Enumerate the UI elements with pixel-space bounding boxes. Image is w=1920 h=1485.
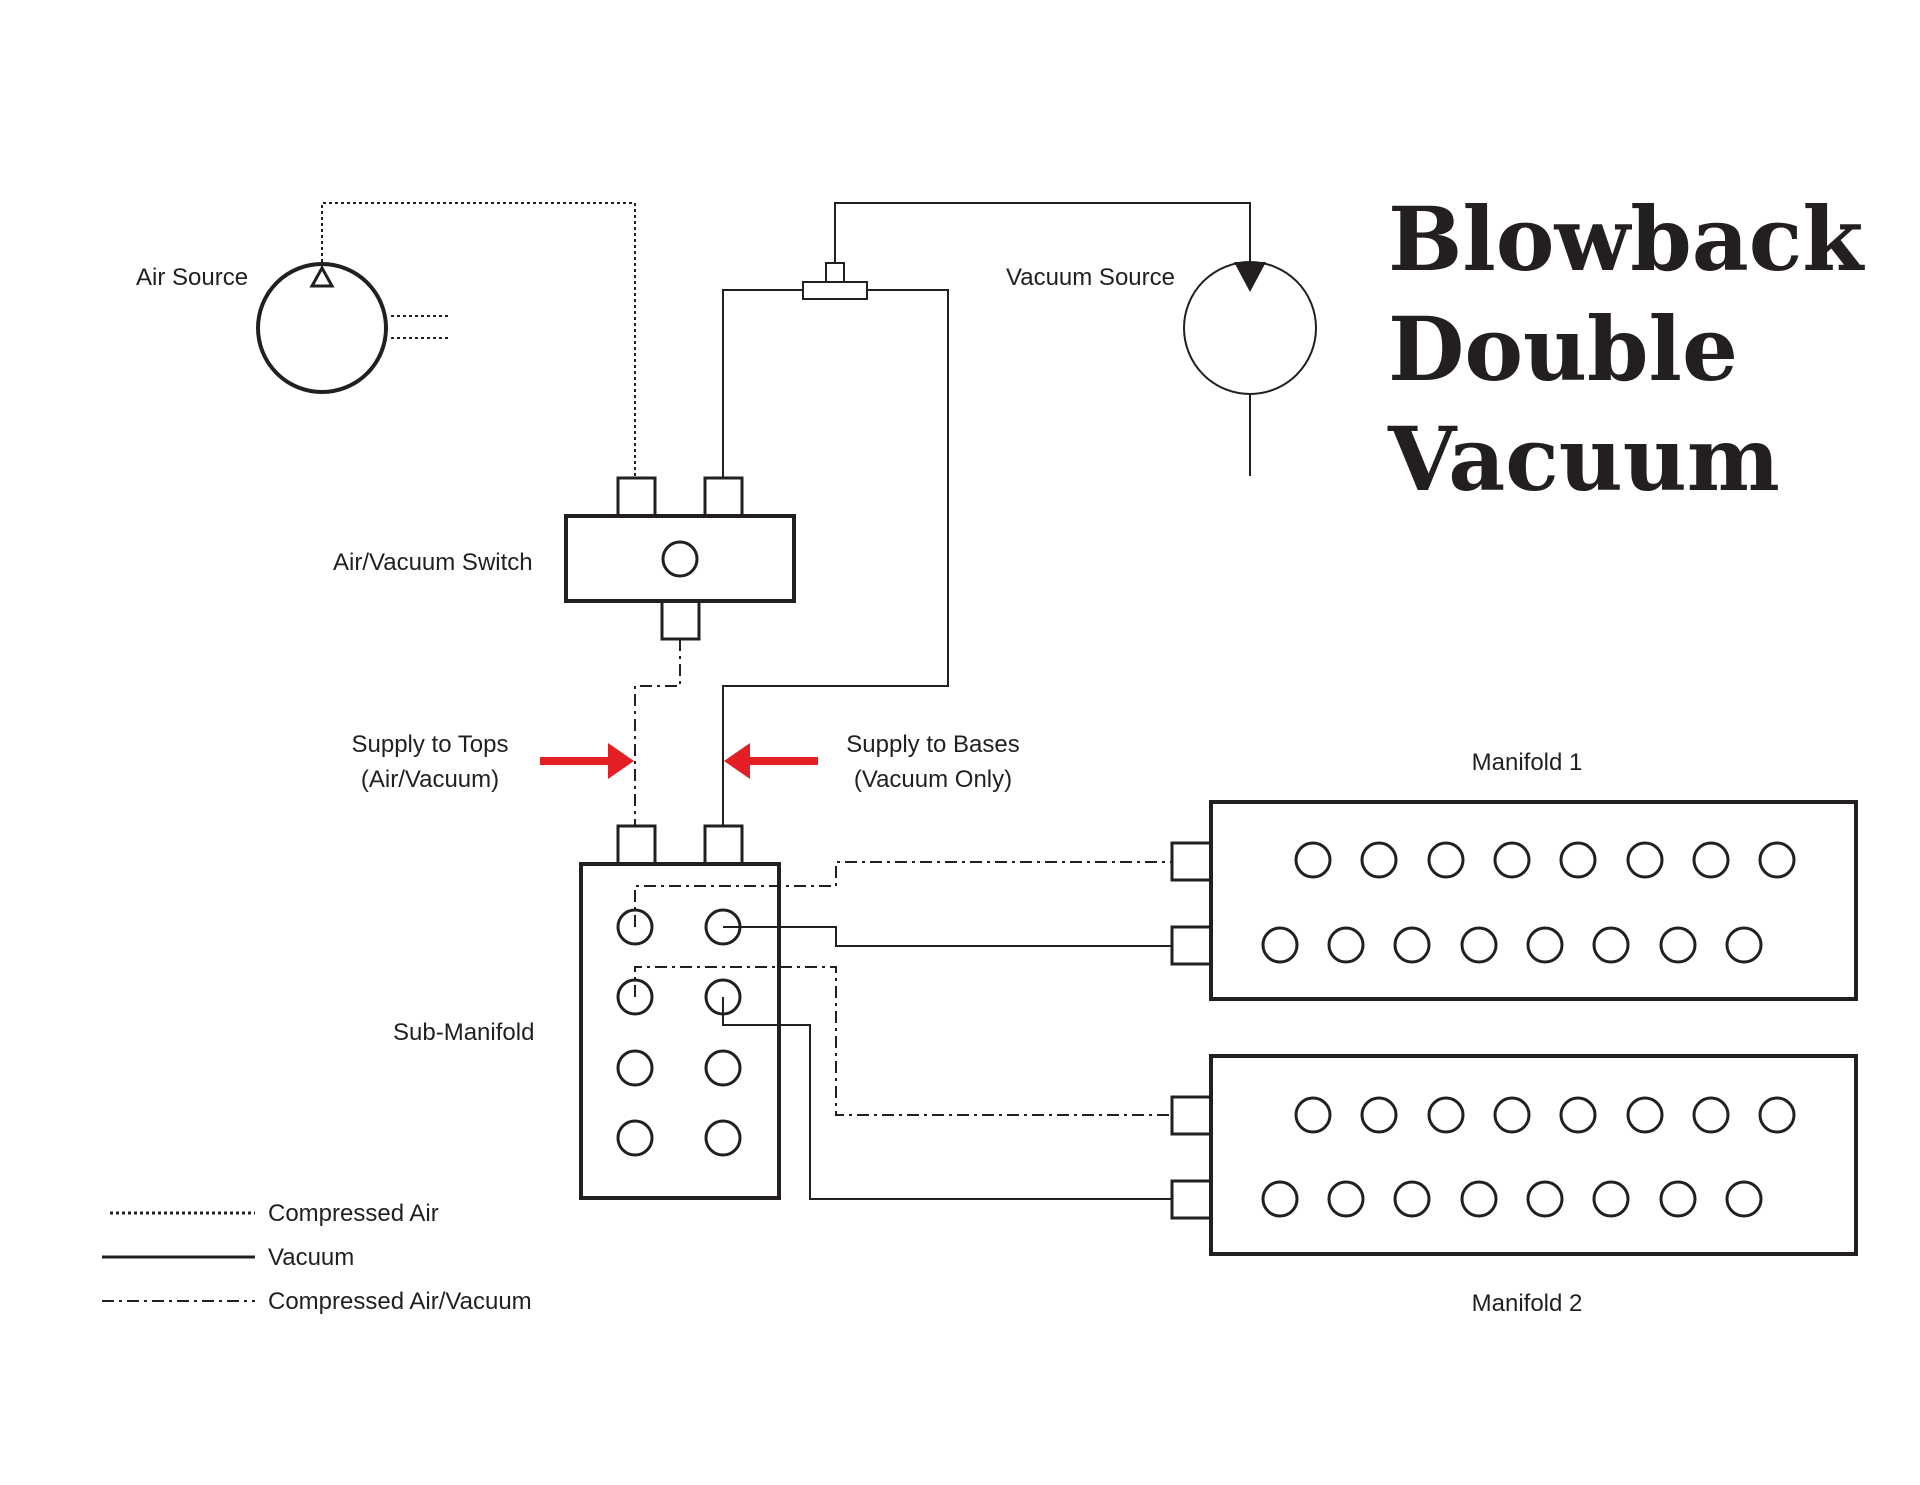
legend-label-compressed-air-vacuum: Compressed Air/Vacuum [268,1288,532,1315]
supply-bases-label-line-2: (Vacuum Only) [854,766,1012,793]
manifold-2-label: Manifold 2 [1472,1290,1583,1317]
manifold-2-top-ports [1294,1096,1796,1134]
vacuum-line-manifold-1 [723,926,1172,947]
sub-manifold-port [616,1049,654,1087]
air-vacuum-line-manifold-1 [634,861,1172,927]
legend-label-vacuum: Vacuum [268,1244,354,1271]
air-vacuum-line-to-tops [634,639,681,826]
title-line-2: Double [1388,297,1738,401]
legend: Compressed Air Vacuum Compressed Air/Vac… [102,1200,532,1315]
manifold-1-bottom-ports [1261,926,1763,964]
supply-bases-label-line-1: Supply to Bases [846,731,1019,758]
vacuum-source-triangle-icon [1234,262,1266,292]
sub-manifold-port [616,1119,654,1157]
sub-manifold-port [704,1119,742,1157]
vacuum-supply-line [834,202,1251,263]
compressed-air-line [321,202,636,478]
air-vacuum-line-manifold-2 [634,966,1172,1116]
air-source [256,262,448,394]
manifold-1 [1170,800,1858,1001]
vacuum-line-to-bases [722,289,949,826]
supply-tops-arrow-icon [540,743,634,779]
switch-knob-icon [661,540,699,578]
manifold-1-top-ports [1294,841,1796,879]
air-source-triangle-icon [309,264,335,288]
manifold-1-label: Manifold 1 [1472,749,1583,776]
vacuum-source [1183,261,1317,476]
supply-tops-label-line-2: (Air/Vacuum) [361,766,499,793]
supply-tops-label-line-1: Supply to Tops [352,731,509,758]
vacuum-line-manifold-2 [722,997,1172,1200]
title-line-3: Vacuum [1387,407,1780,511]
sub-manifold [579,824,781,1200]
title-line-1: Blowback [1388,187,1865,291]
sub-manifold-label: Sub-Manifold [393,1019,534,1046]
tee-fitting [802,262,868,300]
supply-bases-arrow-icon [724,743,818,779]
switch-label: Air/Vacuum Switch [333,549,533,576]
legend-label-compressed-air: Compressed Air [268,1200,439,1227]
manifold-2-bottom-ports [1261,1180,1763,1218]
vacuum-line-to-switch [722,289,803,478]
manifold-2 [1170,1054,1858,1256]
sub-manifold-port [704,1049,742,1087]
vacuum-source-label: Vacuum Source [1006,264,1175,291]
air-vacuum-switch [564,476,796,641]
air-source-label: Air Source [136,264,248,291]
